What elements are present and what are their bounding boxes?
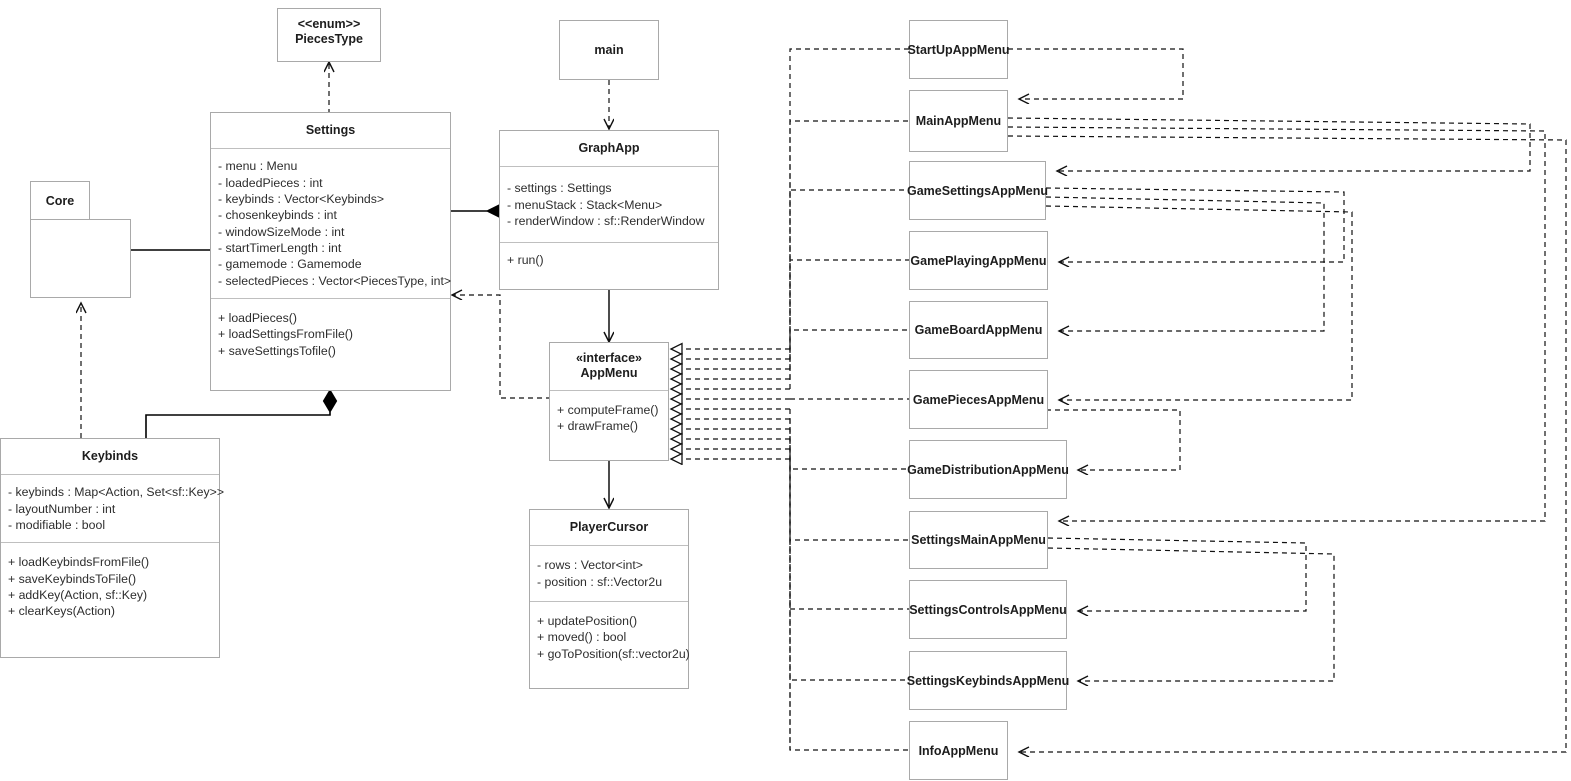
class-settings-title: Settings [305,123,356,137]
class-title: SettingsKeybindsAppMenu [906,673,1070,688]
operation: + computeFrame() [557,402,659,417]
class-title: StartUpAppMenu [907,42,1010,57]
class-appmenu-title: «interface» AppMenu [550,343,668,390]
class-graphapp-attributes: - settings : Settings - menuStack : Stac… [500,166,718,242]
attribute: - menuStack : Stack<Menu> [507,197,663,212]
class-playercursor-operations: + updatePosition() + moved() : bool + go… [530,600,690,671]
class-title: MainAppMenu [915,114,1002,128]
class-gamepiecesappmenu[interactable]: GamePiecesAppMenu [909,370,1048,429]
attribute: - gamemode : Gamemode [218,257,362,272]
package-core-body[interactable] [30,219,131,298]
class-settings-operations: + loadPieces() + loadSettingsFromFile() … [211,298,450,368]
class-graphapp[interactable]: GraphApp - settings : Settings - menuSta… [499,130,719,290]
operation: + clearKeys(Action) [8,604,115,619]
class-piecestype[interactable]: <<enum>> PiecesType [277,8,381,62]
class-appmenu-name: AppMenu [580,366,638,381]
class-playercursor-title: PlayerCursor [569,520,649,534]
class-main[interactable]: main [559,20,659,80]
class-title: InfoAppMenu [918,743,999,758]
class-gamedistributionappmenu[interactable]: GameDistributionAppMenu [907,440,1069,499]
class-gameplayingappmenu[interactable]: GamePlayingAppMenu [909,231,1048,290]
attribute: - loadedPieces : int [218,175,323,190]
class-appmenu[interactable]: «interface» AppMenu + computeFrame() + d… [549,342,669,461]
attribute: - settings : Settings [507,181,612,196]
attribute: - keybinds : Vector<Keybinds> [218,191,385,206]
class-gamesettingsappmenu[interactable]: GameSettingsAppMenu [907,161,1048,220]
class-infoappmenu[interactable]: InfoAppMenu [909,721,1008,780]
class-graphapp-operations: + run() [500,242,718,277]
class-mainappmenu[interactable]: MainAppMenu [909,90,1008,152]
class-piecestype-name: PiecesType [295,32,363,47]
class-title: GameBoardAppMenu [914,323,1043,337]
attribute: - startTimerLength : int [218,240,342,255]
attribute: - keybinds : Map<Action, Set<sf::Key>> [8,485,224,500]
attribute: - windowSizeMode : int [218,224,345,239]
attribute: - rows : Vector<int> [537,558,643,573]
class-gameboardappmenu[interactable]: GameBoardAppMenu [909,301,1048,359]
package-core-tab[interactable]: Core [30,181,90,220]
attribute: - layoutNumber : int [8,501,116,516]
class-keybinds-operations: + loadKeybindsFromFile() + saveKeybindsT… [1,542,219,628]
class-appmenu-operations: + computeFrame() + drawFrame() [550,389,668,444]
class-title: SettingsMainAppMenu [911,533,1046,547]
class-keybinds[interactable]: Keybinds - keybinds : Map<Action, Set<sf… [0,438,224,658]
class-main-title: main [594,43,624,57]
attribute: - menu : Menu [218,159,298,174]
class-piecestype-stereotype: <<enum>> [297,17,361,31]
composition-diamond-settings-keybinds [322,388,338,414]
operation: + updatePosition() [537,613,638,628]
class-settingskeybindsappmenu[interactable]: SettingsKeybindsAppMenu [906,651,1070,710]
operation: + loadPieces() [218,311,297,325]
class-title: GameSettingsAppMenu [907,183,1048,198]
class-title: SettingsControlsAppMenu [909,602,1067,617]
class-title: GamePlayingAppMenu [910,253,1047,268]
class-piecestype-title: <<enum>> PiecesType [278,9,380,56]
realization-bus [789,48,909,751]
class-playercursor-attributes: - rows : Vector<int> - position : sf::Ve… [530,545,688,601]
class-keybinds-attributes: - keybinds : Map<Action, Set<sf::Key>> -… [1,474,224,542]
operation: + addKey(Action, sf::Key) [8,587,148,602]
attribute: - selectedPieces : Vector<PiecesType, in… [218,273,452,288]
operation: + run() [507,253,544,268]
edge-settings-keybinds-composition [145,412,331,438]
operation: + drawFrame() [557,418,638,433]
operation: + moved() : bool [537,630,627,645]
realization-bundle [671,349,790,459]
attribute: - modifiable : bool [8,517,106,532]
package-core-label: Core [45,193,75,208]
class-keybinds-title: Keybinds [81,449,139,463]
class-startupappmenu[interactable]: StartUpAppMenu [907,20,1010,79]
class-settingscontrolsappmenu[interactable]: SettingsControlsAppMenu [909,580,1067,639]
operation: + loadSettingsFromFile() [218,327,353,342]
attribute: - position : sf::Vector2u [537,574,663,589]
class-graphapp-title: GraphApp [578,141,640,155]
operation: + saveKeybindsToFile() [8,571,137,586]
operation: + loadKeybindsFromFile() [8,555,150,570]
operation: + saveSettingsTofile() [218,343,336,358]
class-playercursor[interactable]: PlayerCursor - rows : Vector<int> - posi… [529,509,690,689]
attribute: - renderWindow : sf::RenderWindow [507,213,705,228]
class-title: GameDistributionAppMenu [907,462,1069,477]
class-appmenu-stereotype: «interface» [575,351,642,365]
edge-appmenu-to-settings-dependency [452,295,551,399]
attribute: - chosenkeybinds : int [218,208,337,223]
class-settings-attributes: - menu : Menu - loadedPieces : int - key… [211,148,452,298]
class-settings[interactable]: Settings - menu : Menu - loadedPieces : … [210,112,451,391]
class-settingsmainappmenu[interactable]: SettingsMainAppMenu [909,511,1048,569]
operation: + goToPosition(sf::vector2u) [537,646,690,661]
class-title: GamePiecesAppMenu [912,392,1045,407]
menu-dependency-edges [1007,48,1567,752]
